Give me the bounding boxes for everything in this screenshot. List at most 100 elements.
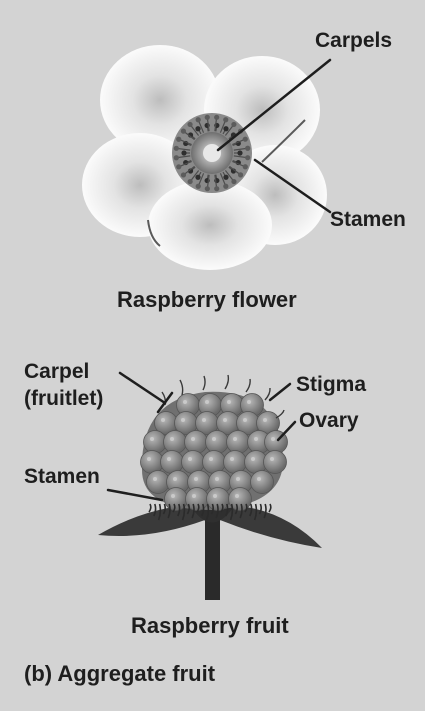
drupelet-highlight xyxy=(271,437,275,441)
stamen-anther xyxy=(205,186,210,191)
drupelet xyxy=(227,431,250,454)
stamen-hair xyxy=(149,504,151,512)
drupelet-highlight xyxy=(188,457,192,461)
drupelet xyxy=(264,451,287,474)
stamen-anther xyxy=(174,155,179,160)
label-ovary: Ovary xyxy=(299,410,359,432)
stigma-leader-line xyxy=(270,384,290,400)
drupelet-highlight xyxy=(251,457,255,461)
drupelet-highlight xyxy=(233,437,237,441)
drupelet-highlight xyxy=(194,477,198,481)
stamen-hair xyxy=(269,504,271,512)
drupelet-highlight xyxy=(247,400,251,404)
drupelet xyxy=(147,471,170,494)
fruit-sepal-right xyxy=(220,505,322,548)
drupelet-highlight xyxy=(147,457,151,461)
stigma-hair xyxy=(180,380,183,395)
stamen-anther xyxy=(195,126,200,131)
stamen-anther xyxy=(231,122,236,127)
drupelet-highlight xyxy=(270,457,274,461)
drupelet xyxy=(164,431,187,454)
drupelet xyxy=(224,451,247,474)
stamen-anther xyxy=(245,146,250,151)
stamen-anther xyxy=(214,115,219,120)
drupelet xyxy=(206,431,229,454)
fruit-caption: Raspberry fruit xyxy=(131,614,289,637)
stamen-hair xyxy=(154,504,156,516)
raspberry-flower xyxy=(82,45,327,270)
drupelet-highlight xyxy=(243,418,247,422)
stamen-anther xyxy=(205,115,210,120)
stamen-anther xyxy=(196,117,201,122)
stamen-anther xyxy=(223,126,228,131)
stamen-anther xyxy=(174,146,179,151)
drupelet-highlight xyxy=(227,400,231,404)
drupelet-highlight xyxy=(254,437,258,441)
drupelet-highlight xyxy=(223,418,227,422)
stamen-anther xyxy=(231,179,236,184)
drupelet-highlight xyxy=(171,494,175,498)
stamen-anther xyxy=(223,117,228,122)
drupelet xyxy=(182,451,205,474)
drupelet-highlight xyxy=(167,457,171,461)
drupelet-highlight xyxy=(150,437,154,441)
drupelet-highlight xyxy=(236,477,240,481)
flower-caption: Raspberry flower xyxy=(117,288,297,311)
drupelet-highlight xyxy=(213,494,217,498)
stamen-anther xyxy=(181,172,186,177)
drupelet xyxy=(185,431,208,454)
stamen-anther xyxy=(245,155,250,160)
drupelet-highlight xyxy=(191,437,195,441)
raspberry-fruit xyxy=(98,375,322,600)
drupelet-highlight xyxy=(235,494,239,498)
label-stamen-flower: Stamen xyxy=(330,209,406,231)
stigma-hair xyxy=(265,388,270,400)
label-stamen-fruit: Stamen xyxy=(24,466,100,488)
drupelet-highlight xyxy=(202,418,206,422)
stamen-anther xyxy=(243,164,248,169)
drupelet-highlight xyxy=(263,418,267,422)
stamen-anther xyxy=(181,150,186,155)
stamen-anther xyxy=(196,184,201,189)
drupelet-highlight xyxy=(230,457,234,461)
drupelet xyxy=(251,471,274,494)
drupelet xyxy=(203,451,226,474)
stigma-hair xyxy=(276,410,284,418)
drupelet xyxy=(141,451,164,474)
stamen-anther xyxy=(195,175,200,180)
flower-petal xyxy=(148,180,272,270)
stamen-anther xyxy=(181,129,186,134)
drupelet-highlight xyxy=(257,477,261,481)
label-carpels: Carpels xyxy=(315,30,392,52)
drupelet xyxy=(161,451,184,474)
stamen-anther xyxy=(223,184,228,189)
label-carpel: Carpel xyxy=(24,361,89,383)
stamen-anther xyxy=(188,179,193,184)
drupelet-highlight xyxy=(212,437,216,441)
carpel-leader-line xyxy=(120,373,165,403)
panel-caption: (b) Aggregate fruit xyxy=(24,662,215,685)
label-fruitlet: (fruitlet) xyxy=(24,388,103,410)
drupelet-highlight xyxy=(161,418,165,422)
drupelet-highlight xyxy=(209,457,213,461)
drupelet-highlight xyxy=(181,418,185,422)
stigma-hair xyxy=(246,379,250,392)
drupelet-highlight xyxy=(183,400,187,404)
stamen-anther xyxy=(223,175,228,180)
stamen-anther xyxy=(214,186,219,191)
stamen-anther xyxy=(237,150,242,155)
flower-carpels-core xyxy=(203,144,221,162)
drupelet-highlight xyxy=(173,477,177,481)
stamen-anther xyxy=(243,137,248,142)
stamen-anther xyxy=(176,137,181,142)
stamen-anther xyxy=(238,172,243,177)
label-stigma: Stigma xyxy=(296,374,366,396)
fruit-stem xyxy=(205,520,220,600)
stigma-hair xyxy=(225,375,228,389)
stamen-anther xyxy=(187,122,192,127)
drupelet xyxy=(144,431,167,454)
stamen-hair xyxy=(259,504,261,514)
drupelet-highlight xyxy=(205,400,209,404)
